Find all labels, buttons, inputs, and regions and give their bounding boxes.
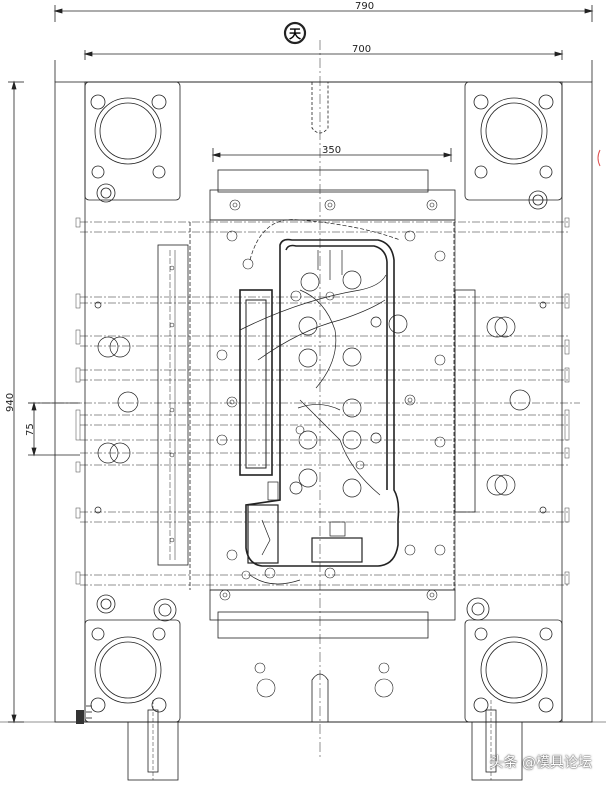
part-details [239, 219, 408, 585]
corner-blocks [84, 81, 563, 723]
cooling-lines [28, 221, 580, 586]
dimension-overall-width: 790 [53, 1, 594, 22]
watermark: 头条 @模具论坛 [489, 755, 592, 771]
dimension-insert-width: 350 [211, 145, 453, 162]
dim-75-label: 75 [25, 423, 36, 436]
dimension-overall-height: 940 [5, 80, 24, 724]
dim-790-label: 790 [355, 1, 374, 12]
dim-350-label: 350 [322, 145, 341, 156]
side-rails [169, 250, 176, 560]
channel-tags [75, 217, 570, 585]
part-outline [239, 238, 400, 567]
mold-plates [157, 169, 476, 639]
title-block-mark [76, 705, 92, 724]
top-mark: 天 [283, 21, 307, 45]
support-legs [0, 700, 606, 781]
dimension-plate-width: 700 [83, 44, 564, 60]
outer-frame [54, 60, 593, 723]
ejector-pins [216, 199, 446, 698]
red-mark [597, 149, 601, 167]
top-mark-label: 天 [289, 27, 302, 41]
sprue [311, 40, 329, 760]
dimension-offset: 75 [25, 401, 80, 457]
return-pins [94, 301, 547, 514]
guide-bushings [90, 94, 554, 713]
dim-700-label: 700 [352, 44, 371, 55]
dim-940-label: 940 [5, 393, 16, 412]
